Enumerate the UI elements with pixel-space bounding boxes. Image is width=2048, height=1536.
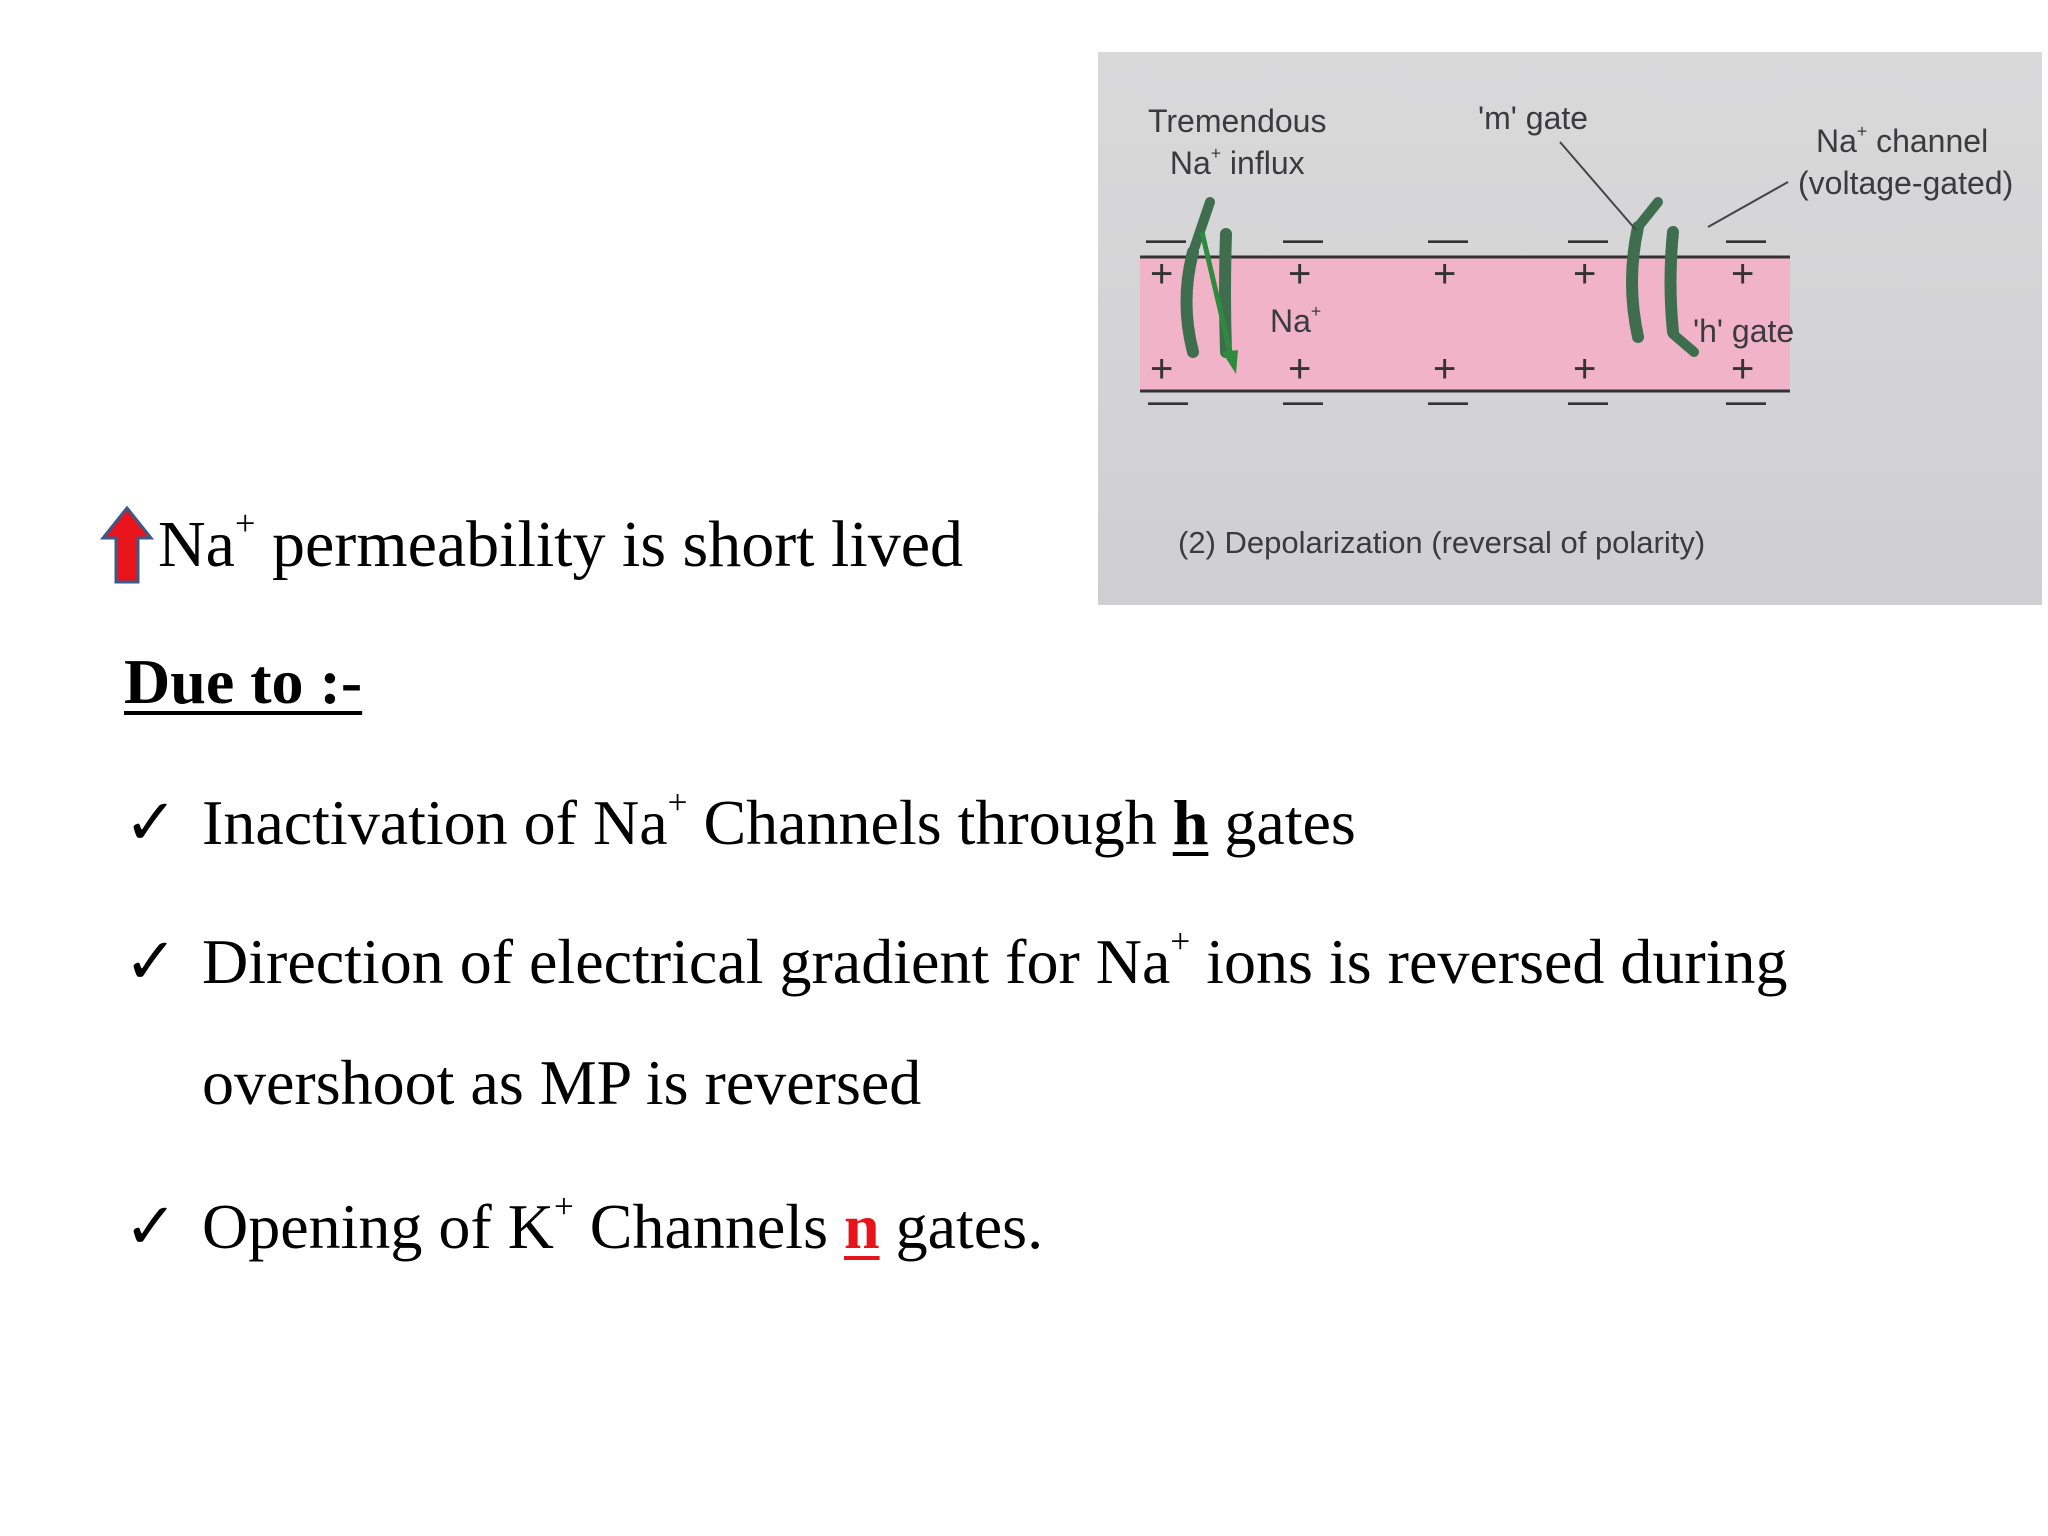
svg-text:+: + [1573, 252, 1596, 296]
svg-text:—: — [1428, 217, 1468, 261]
svg-text:+: + [1731, 252, 1754, 296]
svg-text:—: — [1428, 379, 1468, 423]
check-icon: ✓ [124, 787, 178, 858]
inactivated-na-channel [1626, 197, 1699, 357]
influx-arrow [1199, 231, 1238, 374]
svg-text:—: — [1568, 217, 1608, 261]
depolarization-diagram: —+ —+ —+ —+ —+ +— +— +— +— +— Tremendous… [1098, 52, 2042, 605]
tremendous-influx-label: Tremendous Na+ influx [1148, 103, 1327, 181]
svg-text:+: + [1288, 252, 1311, 296]
svg-text:+: + [1433, 347, 1456, 391]
h-gate-term: h [1172, 787, 1209, 858]
svg-text:—: — [1726, 217, 1766, 261]
diagram-caption: (2) Depolarization (reversal of polarity… [1178, 525, 1706, 560]
bullet-electrical-gradient-line2: overshoot as MP is reversed [202, 1047, 922, 1118]
check-icon: ✓ [124, 926, 178, 997]
membrane-drawing: —+ —+ —+ —+ —+ +— +— +— +— +— [1140, 141, 1790, 423]
svg-text:—: — [1146, 217, 1186, 261]
na-channel-label: Na+ channel (voltage-gated) [1798, 121, 2014, 201]
charge-signs: —+ —+ —+ —+ —+ +— +— +— +— +— [1146, 217, 1766, 423]
svg-text:+: + [1288, 347, 1311, 391]
bullet-h-gates: ✓Inactivation of Na+ Channels through h … [124, 784, 1356, 862]
svg-text:—: — [1283, 217, 1323, 261]
bullet-k-channels: ✓Opening of K+ Channels n gates. [124, 1188, 1043, 1266]
up-arrow-icon [100, 505, 154, 584]
svg-text:+: + [1731, 347, 1754, 391]
m-gate-label: 'm' gate [1478, 100, 1589, 136]
membrane-band [1140, 257, 1790, 391]
na-ion-label: Na+ [1270, 301, 1322, 339]
svg-text:+: + [1573, 347, 1596, 391]
n-gate-term: n [843, 1191, 880, 1262]
check-icon: ✓ [124, 1191, 178, 1262]
headline-text: Na+ permeability is short lived [158, 503, 963, 581]
svg-text:+: + [1150, 252, 1173, 296]
svg-text:—: — [1283, 379, 1323, 423]
svg-text:—: — [1568, 379, 1608, 423]
svg-text:—: — [1726, 379, 1766, 423]
svg-text:+: + [1150, 347, 1173, 391]
svg-text:—: — [1148, 379, 1188, 423]
due-to-heading: Due to :- [124, 646, 363, 717]
svg-text:+: + [1433, 252, 1456, 296]
bullet-electrical-gradient: ✓Direction of electrical gradient for Na… [124, 923, 1787, 1001]
h-gate-label: 'h' gate [1693, 313, 1795, 349]
headline: Na+ permeability is short lived [100, 505, 963, 585]
